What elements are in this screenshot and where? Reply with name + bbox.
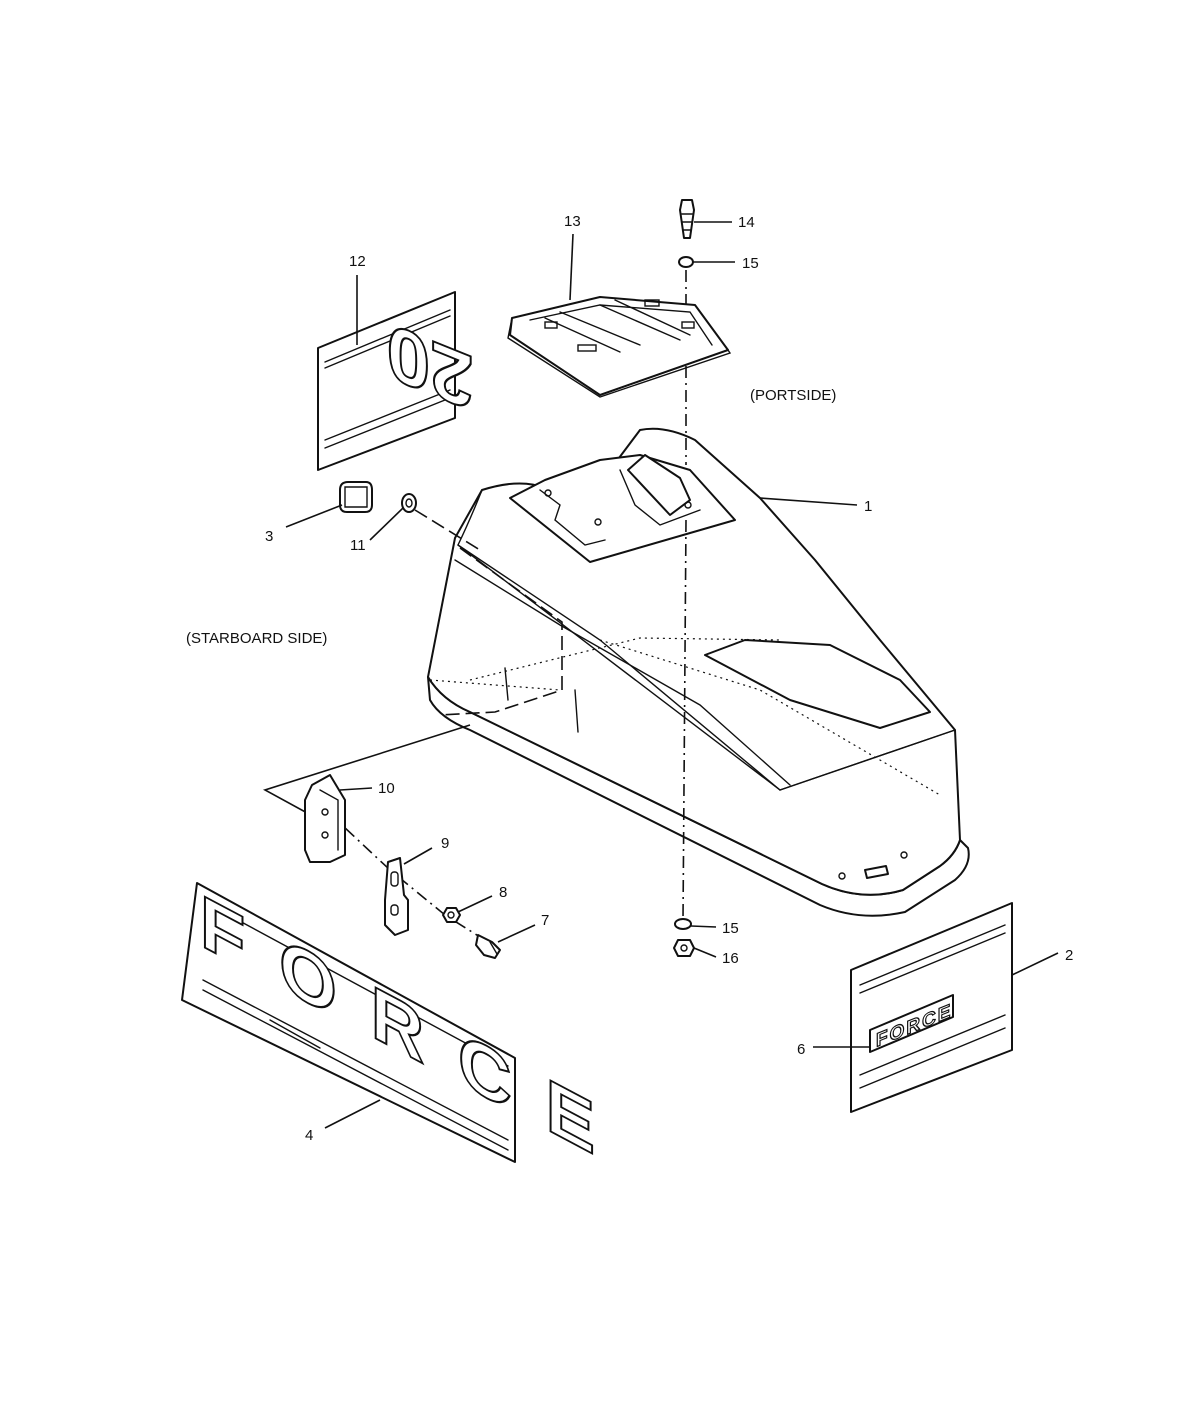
brand-decal-small: FORCE (850, 902, 1013, 1113)
engine-cowl (427, 427, 970, 917)
washer-upper (678, 256, 694, 268)
latch-plate (384, 857, 409, 936)
plug (339, 481, 373, 513)
callout-labels: 1 2 3 4 6 7 8 9 10 11 12 13 14 15 15 16 (265, 213, 1073, 1144)
latch-nut (442, 907, 461, 923)
callout-10: 10 (378, 780, 395, 797)
callout-11: 11 (350, 537, 366, 554)
callout-16: 16 (722, 950, 739, 967)
latch-screw (475, 934, 501, 959)
callout-1: 1 (864, 498, 872, 515)
starboard-inset-outline (439, 547, 563, 716)
callout-6: 6 (797, 1041, 805, 1058)
grommet (401, 493, 417, 513)
latch-assembly-line (327, 811, 489, 943)
inset-bracket-line (262, 724, 471, 821)
callout-13: 13 (564, 213, 581, 230)
handle-plate (507, 296, 732, 398)
leader-lines (285, 221, 1059, 1129)
callout-8: 8 (499, 884, 507, 901)
callout-15b: 15 (722, 920, 739, 937)
callout-12: 12 (349, 253, 366, 270)
callout-14: 14 (738, 214, 755, 231)
callout-4: 4 (305, 1127, 313, 1144)
model-decal: 20 (317, 291, 474, 471)
starboard-side-label: (STARBOARD SIDE) (186, 630, 327, 647)
screw (679, 199, 695, 239)
callout-9: 9 (441, 835, 449, 852)
grommet-assembly-line (414, 509, 481, 551)
washer-lower (674, 918, 692, 930)
callout-15a: 15 (742, 255, 759, 272)
callout-7: 7 (541, 912, 549, 929)
portside-label: (PORTSIDE) (750, 387, 836, 404)
latch-bracket (304, 774, 346, 863)
nut (673, 939, 695, 957)
callout-2: 2 (1065, 947, 1073, 964)
callout-3: 3 (265, 528, 273, 545)
